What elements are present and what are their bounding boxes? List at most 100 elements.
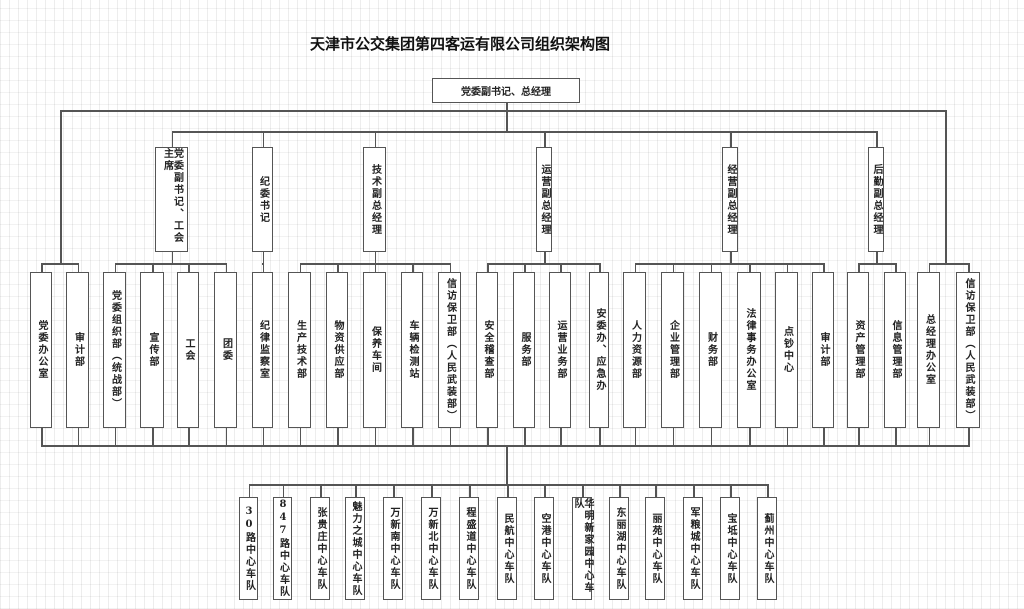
- connector-line: [282, 484, 284, 497]
- department-box: 人力资源部: [623, 272, 646, 428]
- department-box: 审计部: [812, 272, 834, 428]
- department-box: 财务部: [699, 272, 722, 428]
- connector-line: [77, 263, 79, 272]
- department-box: 安委办、应急办: [589, 272, 609, 428]
- fleet-box-label: 847路中心车队: [277, 499, 289, 598]
- department-box-label: 运营业务部: [555, 320, 566, 380]
- connector-line: [188, 428, 190, 445]
- connector-line: [619, 484, 621, 497]
- connector-line: [672, 428, 674, 445]
- department-box-label: 服务部: [519, 332, 530, 368]
- department-box: 信访保卫部（人民武装部）: [438, 272, 461, 428]
- fleet-box: 丽苑中心车队: [645, 497, 665, 600]
- connector-line: [171, 131, 173, 147]
- connector-line: [374, 263, 376, 272]
- department-box: 企业管理部: [661, 272, 684, 428]
- leader-box: 技术副总经理: [363, 147, 386, 252]
- connector-line: [152, 428, 154, 445]
- connector-line: [249, 484, 768, 486]
- connector-line: [299, 263, 301, 272]
- connector-line: [710, 428, 712, 445]
- fleet-box-label: 民航中心车队: [502, 512, 513, 585]
- connector-line: [152, 263, 154, 272]
- fleet-box: 程盛道中心车队: [459, 497, 479, 600]
- fleet-box: 847路中心车队: [273, 497, 292, 600]
- connector-line: [895, 428, 897, 445]
- connector-line: [928, 263, 930, 272]
- department-box: 车辆检测站: [401, 272, 423, 428]
- connector-line: [114, 263, 227, 265]
- department-box-label: 总经理办公室: [923, 314, 935, 386]
- fleet-box-label: 宝坻中心车队: [725, 512, 736, 585]
- fleet-box-label: 张贵庄中心车队: [315, 506, 326, 591]
- fleet-box-label: 军粮城中心车队: [688, 506, 699, 591]
- connector-line: [823, 263, 825, 272]
- connector-line: [524, 263, 526, 272]
- fleet-box: 军粮城中心车队: [683, 497, 703, 600]
- connector-line: [487, 263, 600, 265]
- fleet-box: 魅力之城中心车队: [345, 497, 365, 600]
- connector-line: [41, 428, 43, 445]
- leader-box: 经营副总经理: [722, 147, 738, 252]
- department-box-label: 审计部: [818, 332, 829, 368]
- department-box-label: 审计部: [72, 332, 84, 368]
- connector-line: [60, 110, 62, 263]
- fleet-box-label: 魅力之城中心车队: [350, 500, 361, 597]
- leader-box-label: 后勤副总经理: [871, 163, 882, 236]
- department-box-label: 工会: [183, 338, 194, 362]
- department-box: 法律事务办公室: [737, 272, 761, 428]
- connector-line: [41, 263, 79, 265]
- department-box-label: 纪律监察室: [257, 320, 269, 380]
- connector-line: [730, 484, 732, 497]
- fleet-box: 30路中心车队: [239, 497, 258, 600]
- department-box-label: 法律事务办公室: [744, 308, 755, 392]
- fleet-box: 万新南中心车队: [383, 497, 403, 600]
- department-box: 纪律监察室: [252, 272, 273, 428]
- fleet-box: 蓟州中心车队: [757, 497, 777, 600]
- department-box-label: 安委办、应急办: [594, 308, 605, 392]
- department-box-label: 党委办公室: [36, 320, 47, 380]
- connector-line: [262, 428, 264, 445]
- department-box-label: 宣传部: [147, 332, 158, 368]
- leader-box-label: 经营副总经理: [725, 163, 736, 236]
- connector-line: [487, 263, 489, 272]
- connector-line: [634, 263, 824, 265]
- connector-line: [634, 263, 636, 272]
- connector-line: [876, 252, 878, 263]
- connector-line: [544, 131, 546, 147]
- connector-line: [248, 484, 250, 497]
- connector-line: [77, 428, 79, 445]
- fleet-box: 民航中心车队: [497, 497, 517, 600]
- connector-line: [262, 252, 264, 263]
- connector-line: [114, 428, 116, 445]
- connector-line: [320, 484, 322, 497]
- connector-line: [560, 428, 562, 445]
- department-box-label: 点钞中心: [781, 326, 793, 374]
- connector-line: [767, 484, 769, 497]
- chart-title: 天津市公交集团第四客运有限公司组织架构图: [309, 35, 610, 53]
- connector-line: [374, 428, 376, 445]
- connector-line: [225, 263, 227, 272]
- connector-line: [928, 263, 969, 265]
- department-box-label: 财务部: [705, 332, 717, 368]
- connector-line: [599, 263, 601, 272]
- connector-line: [114, 263, 116, 272]
- leader-box: 纪委书记: [252, 147, 273, 252]
- connector-line: [506, 445, 508, 484]
- fleet-box-label: 30路中心车队: [243, 505, 255, 592]
- department-box: 物资供应部: [326, 272, 348, 428]
- department-box-label: 信息管理部: [890, 320, 901, 380]
- department-box-label: 资产管理部: [853, 320, 864, 380]
- connector-line: [506, 103, 508, 131]
- fleet-box-label: 蓟州中心车队: [762, 512, 773, 585]
- connector-line: [786, 263, 788, 272]
- connector-line: [41, 445, 970, 447]
- department-box: 团委: [214, 272, 237, 428]
- connector-line: [337, 428, 339, 445]
- department-box: 党委办公室: [30, 272, 52, 428]
- department-box: 资产管理部: [847, 272, 869, 428]
- leader-box: 运营副总经理: [536, 147, 552, 252]
- department-box-label: 信访保卫部（人民武装部）: [963, 278, 974, 422]
- fleet-box-label: 东丽湖中心车队: [614, 506, 625, 591]
- connector-line: [412, 428, 414, 445]
